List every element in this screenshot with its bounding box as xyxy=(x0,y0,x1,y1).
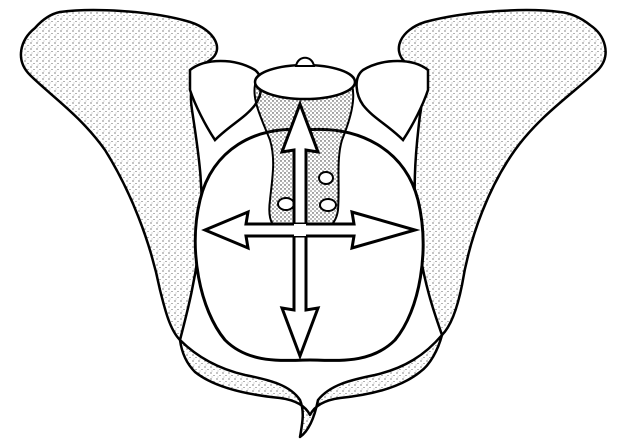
right-ilium-wing xyxy=(399,10,606,335)
vertebral-body xyxy=(255,65,355,99)
left-sacral-wing xyxy=(190,61,261,140)
sacral-foramen xyxy=(319,172,333,184)
sacral-foramen xyxy=(320,199,336,211)
left-ilium-wing xyxy=(21,10,217,340)
arrow-crossing xyxy=(294,224,306,236)
spinous-process xyxy=(296,58,314,66)
sacral-foramen xyxy=(278,198,294,210)
